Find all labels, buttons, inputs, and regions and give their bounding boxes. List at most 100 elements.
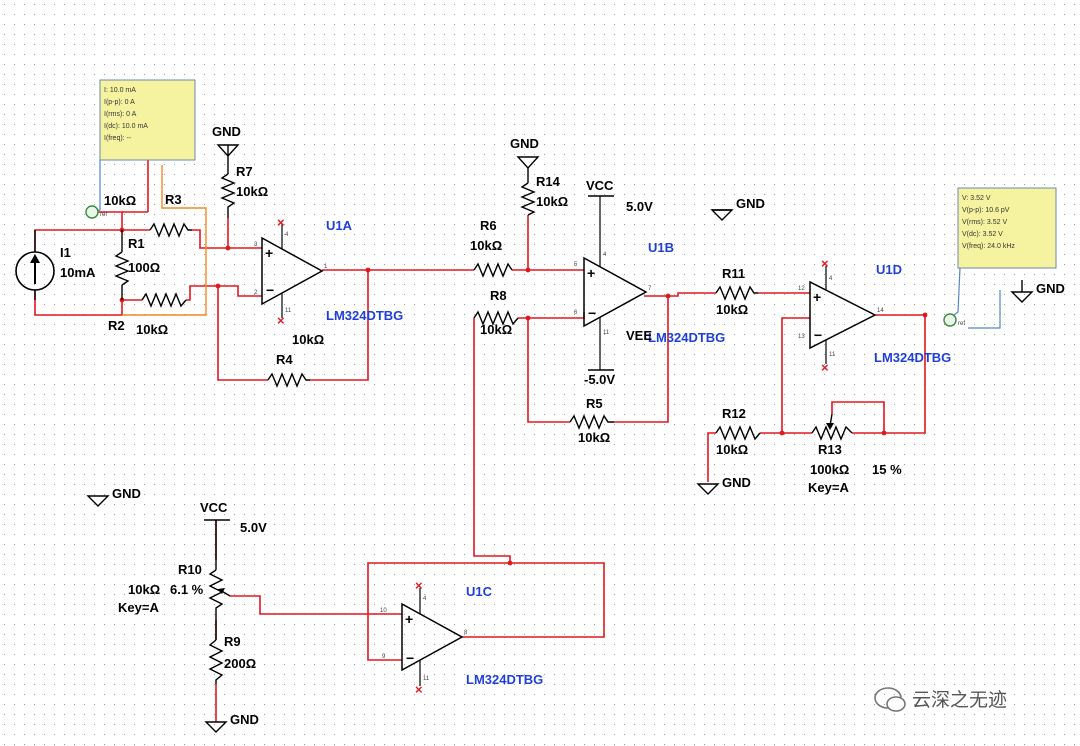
resistor-r3[interactable]: 10kΩ R3 xyxy=(104,192,192,238)
opamp-part: LM324DTBG xyxy=(648,330,725,345)
resistor-value: 10kΩ xyxy=(236,184,268,199)
junction-dot xyxy=(365,267,371,273)
resistor-name: R14 xyxy=(536,174,561,189)
resistor-r6[interactable]: R6 10kΩ xyxy=(470,218,513,278)
opamp-triangle-icon xyxy=(401,602,464,672)
vcc-label: VCC xyxy=(200,500,228,515)
no-connect-icon: × xyxy=(415,682,423,697)
resistor-r12[interactable]: R12 10kΩ xyxy=(715,406,761,457)
source-value: 10mA xyxy=(60,265,96,280)
gnd-r12: GND xyxy=(696,475,751,495)
junctions xyxy=(119,227,928,566)
wire xyxy=(852,315,926,434)
resistor-r7[interactable]: R7 10kΩ xyxy=(220,155,268,218)
pin-number: 4 xyxy=(603,252,607,258)
orange-wires xyxy=(122,165,207,316)
resistor-value: 100Ω xyxy=(128,260,160,275)
probe-line: I(dc): 10.0 mA xyxy=(104,123,148,130)
resistor-r14[interactable]: R14 10kΩ xyxy=(520,168,568,216)
gnd-probe2: GND xyxy=(1010,280,1065,303)
resistor-name: R4 xyxy=(276,352,293,367)
resistor-name: R11 xyxy=(722,266,745,281)
resistor-name: R7 xyxy=(236,164,253,179)
vcc-value: 5.0V xyxy=(240,520,267,535)
watermark-text: 云深之无迹 xyxy=(912,689,1007,711)
resistor-r4[interactable]: R4 10kΩ xyxy=(267,332,324,388)
wiper-head-icon xyxy=(826,423,834,430)
probe-line: V: 3.52 V xyxy=(962,195,991,202)
source-name: I1 xyxy=(60,245,71,260)
pin-number: 11 xyxy=(603,330,610,336)
wire xyxy=(217,286,268,381)
potentiometer-r13[interactable]: R13 100kΩ 15 % Key=A xyxy=(808,413,902,495)
resistor-value: 10kΩ xyxy=(536,194,568,209)
resistor-zigzag-icon xyxy=(520,182,536,216)
opamp-u1b[interactable]: + − 5 6 7 4 11 U1B LM324DTBG xyxy=(574,196,725,370)
junction-dot xyxy=(881,430,887,436)
gnd-left: GND xyxy=(86,486,141,507)
pin-number: 4 xyxy=(423,596,427,602)
opamp-u1a[interactable]: + − × × 3 2 1 4 11 U1A LM324DTBG xyxy=(254,215,403,328)
pin-number: 14 xyxy=(877,308,884,314)
resistor-name: R3 xyxy=(165,192,182,207)
pot-value: 10kΩ xyxy=(128,582,160,597)
pot-key[interactable]: Key=A xyxy=(118,600,159,615)
resistor-r8[interactable]: R8 10kΩ xyxy=(473,288,519,337)
resistor-value: 10kΩ xyxy=(104,193,136,208)
plus-sign: + xyxy=(265,245,273,261)
gnd-label: GND xyxy=(230,712,259,727)
opamp-name: U1A xyxy=(326,218,353,233)
wire xyxy=(760,317,810,434)
junction-dot xyxy=(525,267,531,273)
plus-sign: + xyxy=(813,289,821,305)
resistor-r1[interactable]: R1 100Ω xyxy=(114,230,160,300)
resistor-zigzag-icon xyxy=(473,310,519,326)
resistor-r5[interactable]: R5 10kΩ xyxy=(569,396,614,445)
potentiometer-icon xyxy=(811,425,853,441)
gnd-label: GND xyxy=(212,124,241,139)
pin-number: 3 xyxy=(254,242,258,248)
opamp-u1c[interactable]: + − × × 10 9 8 4 11 U1C LM324DTBG xyxy=(380,578,543,697)
current-source-i1[interactable]: I1 10mA xyxy=(15,230,96,300)
probe-line: V(freq): 24.0 kHz xyxy=(962,243,1015,250)
ground-icon xyxy=(516,156,540,170)
resistor-name: R12 xyxy=(722,406,746,421)
vee-rail-u1b: VEE -5.0V xyxy=(584,328,652,387)
gnd-label: GND xyxy=(736,196,765,211)
ground-icon xyxy=(86,495,110,507)
pin-number: 8 xyxy=(464,630,468,636)
opamp-u1d[interactable]: + − × × 12 13 14 4 11 U1D LM324DTBG xyxy=(798,256,951,375)
vcc-label: VCC xyxy=(586,178,614,193)
pin-number: 5 xyxy=(574,262,578,268)
resistor-r2[interactable]: R2 10kΩ xyxy=(108,292,187,337)
probe-line: I: 10.0 mA xyxy=(104,87,136,94)
wire xyxy=(614,296,669,423)
probe-line: V(rms): 3.52 V xyxy=(962,219,1007,226)
junction-dot xyxy=(525,315,531,321)
resistor-name: R6 xyxy=(480,218,497,233)
pin-number: 12 xyxy=(798,286,805,292)
probe-line: V(p-p): 10.6 pV xyxy=(962,207,1010,214)
resistor-value: 10kΩ xyxy=(480,322,512,337)
current-probe[interactable]: I: 10.0 mA I(p-p): 0 A I(rms): 0 A I(dc)… xyxy=(85,79,196,219)
resistor-r9[interactable]: R9 200Ω xyxy=(208,620,256,684)
pot-key[interactable]: Key=A xyxy=(808,480,849,495)
plus-sign: + xyxy=(587,265,595,281)
resistor-value: 10kΩ xyxy=(470,238,502,253)
potentiometer-r10[interactable]: R10 10kΩ 6.1 % Key=A xyxy=(118,520,231,620)
pin-number: 9 xyxy=(382,654,386,660)
pin-number: 4 xyxy=(285,232,289,238)
vcc-value: 5.0V xyxy=(626,199,653,214)
opamp-name: U1D xyxy=(876,262,902,277)
plus-sign: + xyxy=(405,611,413,627)
resistor-r11[interactable]: R11 10kΩ xyxy=(715,266,758,317)
wire xyxy=(192,229,262,249)
gnd-label: GND xyxy=(1036,281,1065,296)
pin-number: 4 xyxy=(829,276,833,282)
ground-icon xyxy=(696,483,720,495)
wire xyxy=(230,595,402,615)
no-connect-icon: × xyxy=(277,313,285,328)
pin-number: 1 xyxy=(324,264,328,270)
voltage-probe[interactable]: V: 3.52 V V(p-p): 10.6 pV V(rms): 3.52 V… xyxy=(943,187,1057,327)
